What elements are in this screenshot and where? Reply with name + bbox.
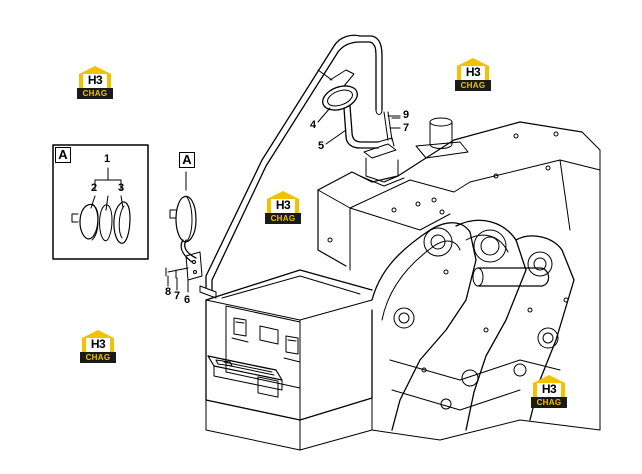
watermark-logo: H3 CHAG xyxy=(80,330,116,364)
leader-5 xyxy=(325,129,347,145)
callout-5: 5 xyxy=(318,140,325,152)
cab-top-housing xyxy=(317,117,601,431)
logo-word: CHAG xyxy=(77,88,113,99)
callout-2: 2 xyxy=(91,182,98,194)
tool-box-and-step xyxy=(205,269,373,451)
logo-word: CHAG xyxy=(455,80,491,91)
logo-mark: H3 xyxy=(87,73,103,87)
main-view-tag: A xyxy=(179,152,195,168)
callout-1: 1 xyxy=(104,153,111,165)
callout-7-upper: 7 xyxy=(403,122,410,134)
logo-word: CHAG xyxy=(531,397,567,408)
callout-9: 9 xyxy=(403,109,410,121)
logo-roof-icon xyxy=(82,330,114,352)
callout-7-lower: 7 xyxy=(174,290,181,302)
logo-mark: H3 xyxy=(90,337,106,351)
watermark-logo: H3 CHAG xyxy=(265,191,301,225)
logo-word: CHAG xyxy=(80,352,116,363)
handrail-and-top-mirror xyxy=(199,34,405,299)
logo-roof-icon xyxy=(79,66,111,88)
loader-frame xyxy=(371,201,601,441)
leader-4 xyxy=(317,107,331,123)
watermark-logo: H3 CHAG xyxy=(77,66,113,100)
side-mirror-assembly xyxy=(165,171,203,293)
callout-3: 3 xyxy=(118,182,125,194)
logo-roof-icon xyxy=(533,375,565,397)
logo-roof-icon xyxy=(267,191,299,213)
logo-mark: H3 xyxy=(275,198,291,212)
callout-6: 6 xyxy=(184,294,191,306)
logo-mark: H3 xyxy=(541,382,557,396)
logo-word: CHAG xyxy=(265,213,301,224)
logo-roof-icon xyxy=(457,58,489,80)
callout-4: 4 xyxy=(310,119,317,131)
logo-mark: H3 xyxy=(465,65,481,79)
watermark-logo: H3 CHAG xyxy=(531,375,567,409)
callout-8: 8 xyxy=(165,286,172,298)
detail-view-box xyxy=(52,144,149,260)
watermark-logo: H3 CHAG xyxy=(455,58,491,92)
detail-box-tag: A xyxy=(55,147,71,163)
